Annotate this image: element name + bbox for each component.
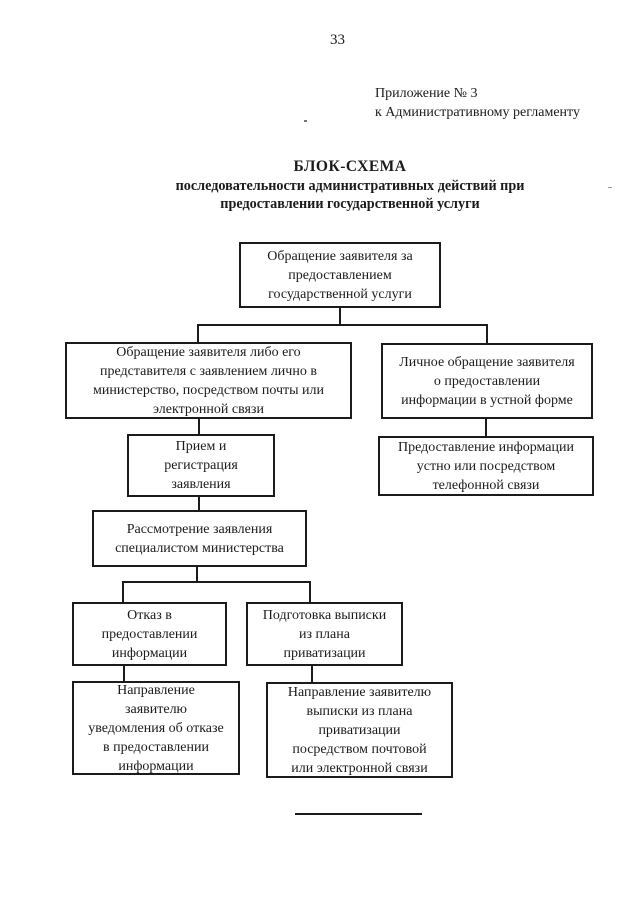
scan-speck [304, 120, 307, 122]
footnote-rule [295, 813, 422, 815]
flow-node-application: Обращение заявителя за предоставлением г… [239, 242, 441, 308]
appendix-line-2: к Административному регламенту [375, 105, 580, 120]
title-subline-2: предоставлении государственной услуги [220, 196, 480, 212]
connector-branch1-right-stub [486, 324, 488, 344]
connector-start-down [339, 308, 341, 326]
connector-branch1-left-stub [197, 324, 199, 343]
connector-review-down [196, 566, 198, 583]
connector-extract-to-sending [311, 665, 313, 683]
flow-node-oral-response: Предоставление информации устно или поср… [378, 436, 594, 496]
flow-node-refusal: Отказ в предоставлении информации [72, 602, 227, 666]
connector-branch2-horizontal [122, 581, 311, 583]
appendix-reference: Приложение № 3 к Административному регла… [375, 84, 580, 122]
flow-node-oral-application: Личное обращение заявителя о предоставле… [381, 343, 593, 419]
appendix-line-1: Приложение № 3 [375, 86, 478, 101]
flow-node-refusal-notice: Направление заявителю уведомления об отк… [72, 681, 240, 775]
connector-branch2-left-stub [122, 581, 124, 603]
title-heading: БЛОК-СХЕМА [293, 158, 407, 175]
connector-branch1-horizontal [197, 324, 488, 326]
flow-node-review: Рассмотрение заявления специалистом мини… [92, 510, 307, 567]
page-title: БЛОК-СХЕМА последовательности администра… [100, 157, 600, 213]
flow-node-written-application: Обращение заявителя либо его представите… [65, 342, 352, 419]
scan-speck [608, 187, 612, 188]
flow-node-extract-sending: Направление заявителю выписки из плана п… [266, 682, 453, 778]
page-number: 33 [330, 32, 345, 48]
title-subline-1: последовательности административных дейс… [175, 178, 525, 194]
connector-written-to-registration [198, 418, 200, 435]
connector-registration-to-review [198, 496, 200, 511]
connector-oral-to-response [485, 418, 487, 437]
connector-refusal-to-notice [123, 665, 125, 682]
flow-node-registration: Прием и регистрация заявления [127, 434, 275, 497]
connector-branch2-right-stub [309, 581, 311, 603]
flow-node-extract-preparation: Подготовка выписки из плана приватизации [246, 602, 403, 666]
